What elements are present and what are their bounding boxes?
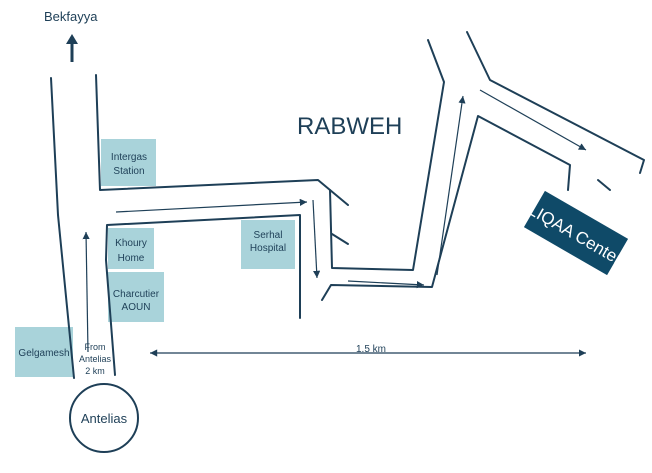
from-antelias-line2: Antelias [79,354,112,364]
serhal-label-line1: Serhal [254,230,283,241]
intergas-label-line2: Station [113,166,144,177]
upper-right-road-edge [466,31,645,174]
direction-arrow-icon [479,89,587,151]
direction-arrow-icon [312,199,321,279]
gelgamesh-box [15,327,73,377]
main-road-right-edge-lower [105,214,301,376]
distance-label: 1.5 km [356,344,386,355]
intergas-station-box [101,139,156,186]
liqaa-center-marker: LIQAA Center [523,190,629,276]
lower-road-edge [321,115,571,301]
roads [50,31,645,379]
charcutier-label-line2: AOUN [122,302,151,313]
antelias-circle [69,383,139,453]
direction-arrow-icon [115,198,308,213]
north-arrow-icon [66,34,78,62]
from-antelias-line1: From [85,342,106,352]
khoury-home-box [108,228,154,269]
junction-stub-2 [331,233,349,245]
direction-arrow-icon [82,231,90,353]
khoury-label-line2: Home [118,253,145,264]
area-label: RABWEH [297,113,402,140]
main-road-left-edge [50,77,75,379]
intergas-label-line1: Intergas [111,152,147,163]
khoury-label-line1: Khoury [115,238,147,249]
antelias-label: Antelias [81,411,128,426]
direction-arrow-icon [436,95,466,276]
charcutier-aoun-box [108,272,164,322]
direction-arrow-icon [347,280,425,289]
north-label: Bekfayya [44,9,98,24]
junction-stub-1 [329,39,445,271]
right-stub [597,179,611,191]
from-antelias-line3: 2 km [85,366,105,376]
direction-arrows [82,89,587,357]
serhal-hospital-box [241,220,295,269]
main-road-right-edge-upper [95,74,349,206]
serhal-label-line2: Hospital [250,243,286,254]
charcutier-label-line1: Charcutier [113,289,160,300]
gelgamesh-label: Gelgamesh [18,348,69,359]
